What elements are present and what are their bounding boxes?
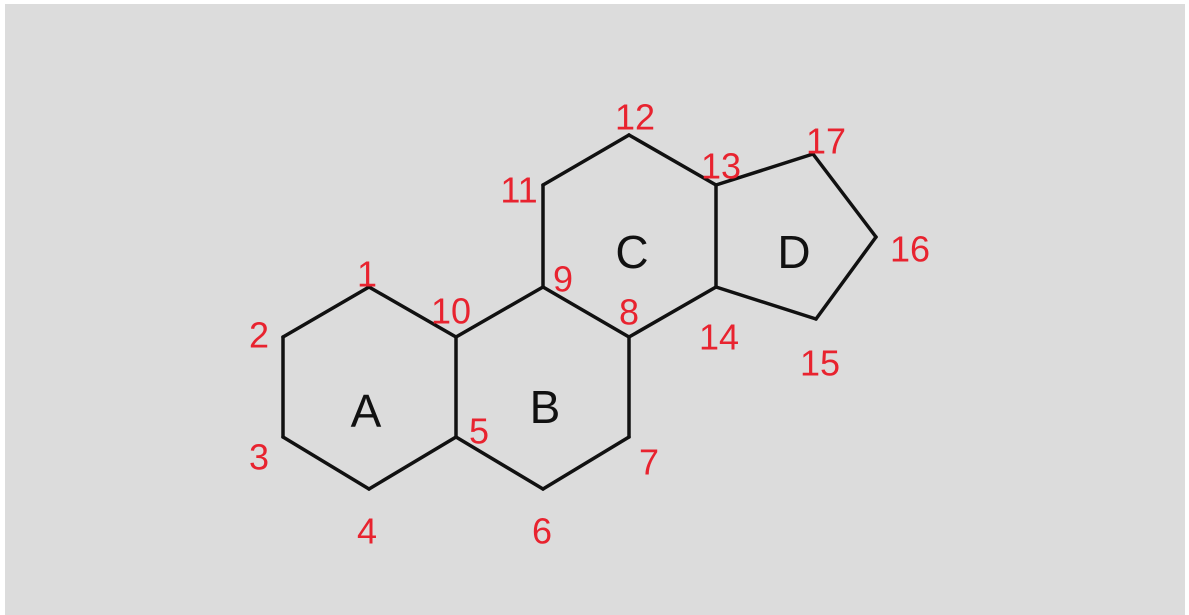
ring-label-b: B bbox=[530, 381, 561, 433]
atom-number-13: 13 bbox=[701, 146, 741, 187]
ring-label-a: A bbox=[351, 385, 382, 437]
atom-number-14: 14 bbox=[699, 317, 739, 358]
atom-number-8: 8 bbox=[619, 292, 639, 333]
ring-label-c: C bbox=[615, 226, 648, 278]
bond-17-16 bbox=[811, 152, 878, 239]
ring-label-d: D bbox=[777, 226, 810, 278]
bond-12-13 bbox=[627, 133, 718, 187]
atom-number-15: 15 bbox=[800, 343, 840, 384]
atom-number-3: 3 bbox=[249, 437, 269, 478]
bond-13-17 bbox=[714, 152, 815, 187]
atom-number-12: 12 bbox=[615, 97, 655, 138]
bond-6-7 bbox=[541, 435, 631, 491]
bond-4-5 bbox=[367, 435, 458, 491]
atom-number-2: 2 bbox=[249, 315, 269, 356]
bond-layer bbox=[281, 133, 878, 491]
atom-number-6: 6 bbox=[532, 511, 552, 552]
atom-number-4: 4 bbox=[357, 511, 377, 552]
bond-8-9 bbox=[541, 285, 631, 339]
atom-number-17: 17 bbox=[806, 121, 846, 162]
atom-number-7: 7 bbox=[639, 442, 659, 483]
atom-number-16: 16 bbox=[890, 229, 930, 270]
bond-1-2 bbox=[281, 285, 371, 339]
bond-9-10 bbox=[454, 285, 545, 339]
bond-14-8 bbox=[627, 285, 718, 339]
atom-number-9: 9 bbox=[553, 259, 573, 300]
bond-11-12 bbox=[541, 133, 631, 187]
ring-label-layer: A B C D bbox=[351, 226, 811, 437]
atom-number-5: 5 bbox=[469, 411, 489, 452]
atom-number-11: 11 bbox=[500, 170, 537, 211]
bond-5-6 bbox=[454, 435, 545, 491]
bond-16-15 bbox=[814, 235, 878, 321]
atom-number-10: 10 bbox=[431, 291, 471, 332]
bond-15-14 bbox=[714, 285, 818, 321]
bond-10-1 bbox=[367, 285, 458, 339]
atom-number-1: 1 bbox=[357, 254, 377, 295]
bond-3-4 bbox=[281, 435, 371, 491]
